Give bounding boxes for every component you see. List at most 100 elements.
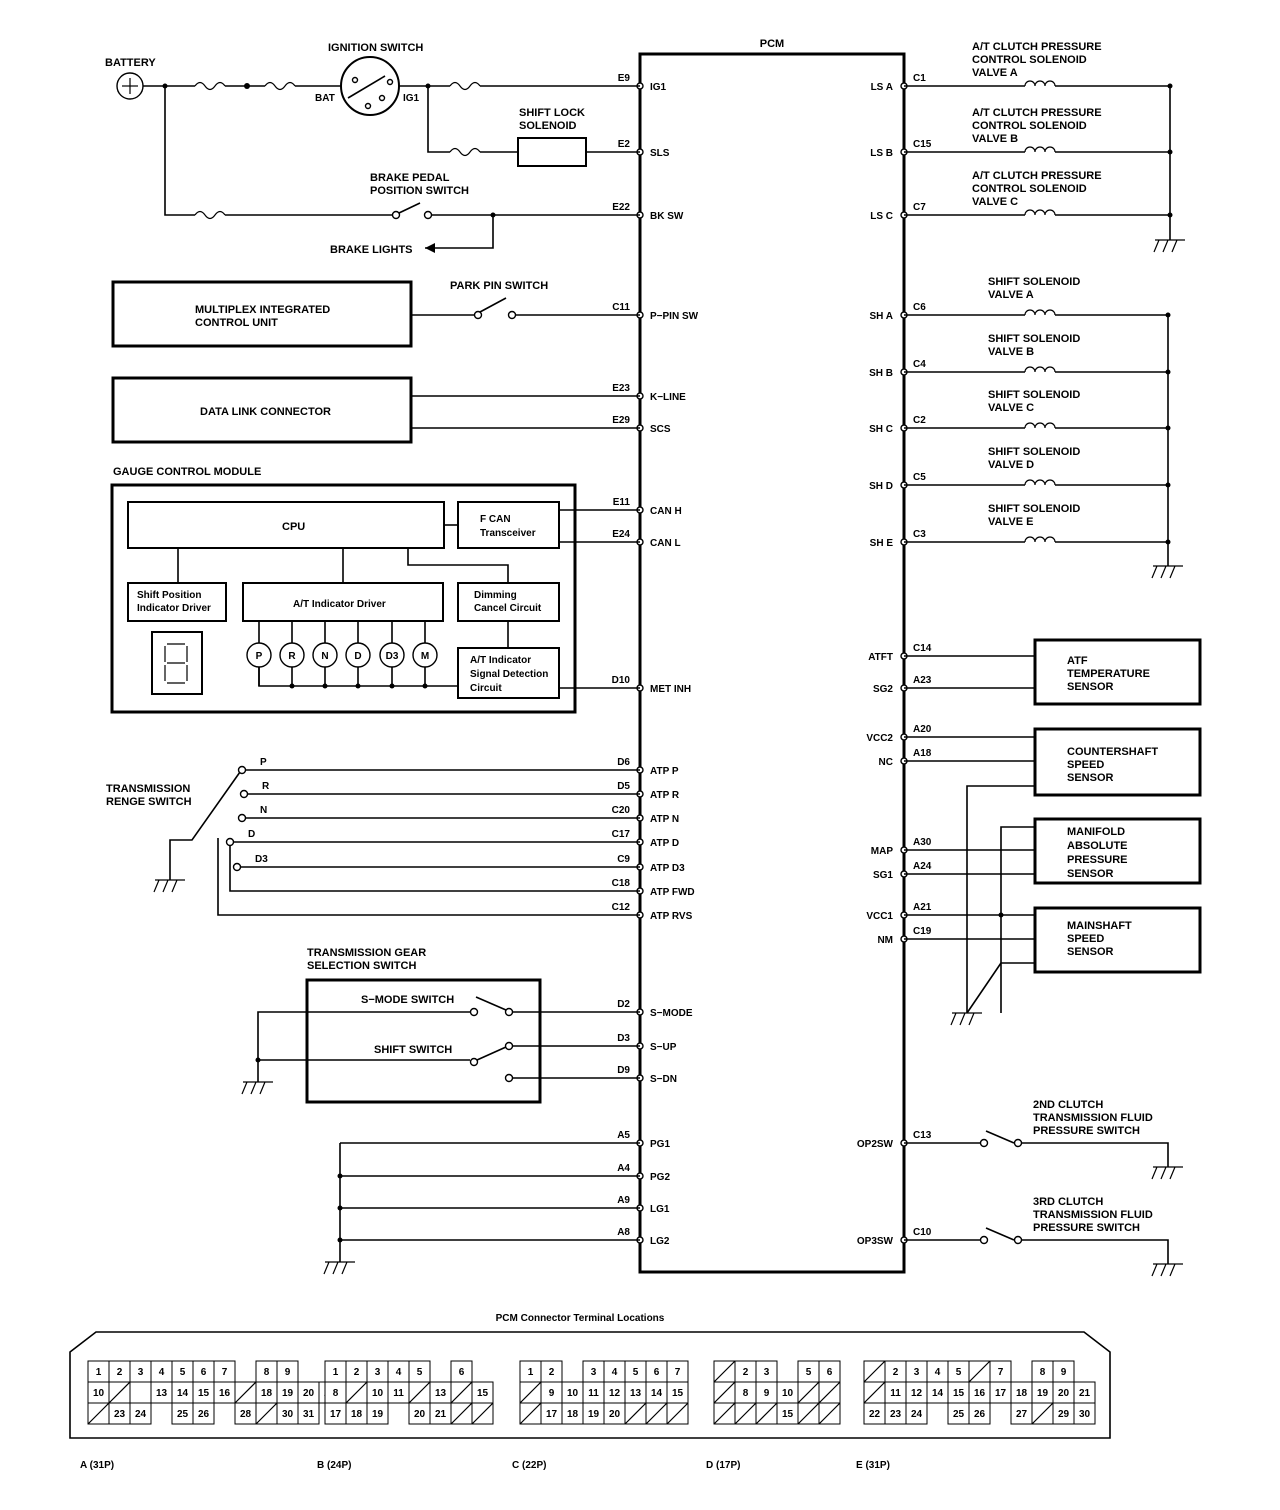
pcm-pin-signal: SH C: [869, 424, 893, 435]
op3-label-1: 3RD CLUTCH: [1033, 1196, 1103, 1208]
indicator-lamp-label: M: [421, 651, 429, 662]
connector-terminal-number: 1: [333, 1367, 339, 1378]
indicator-lamp-label: R: [288, 651, 296, 662]
range-position-label: D: [248, 829, 255, 840]
indicator-lamp: [279, 642, 305, 668]
pcm-pin-term: C9: [617, 854, 630, 865]
pcm-pin-signal: ATP D: [650, 838, 679, 849]
cs-label-3: SENSOR: [1067, 772, 1114, 784]
gear-sel-label-1: TRANSMISSION GEAR: [307, 947, 426, 959]
connector-terminal-number: 21: [1079, 1388, 1091, 1399]
connector-terminal-number: 20: [303, 1388, 315, 1399]
ls-solenoid-label: A/T CLUTCH PRESSURE: [972, 41, 1102, 53]
connector-cell: [366, 1402, 389, 1425]
range-switch-label-2: RENGE SWITCH: [106, 796, 192, 808]
shift-solenoid-label: VALVE E: [988, 516, 1033, 528]
cpu-label: CPU: [282, 521, 305, 533]
pcm-pin-signal: ATFT: [868, 652, 893, 663]
connector-terminal-number: 15: [953, 1388, 965, 1399]
dimming-label-2: Cancel Circuit: [474, 603, 542, 614]
atf-sensor-box: [1033, 638, 1202, 706]
shift-lock-label-1: SHIFT LOCK: [519, 107, 585, 119]
at-driver-label: A/T Indicator Driver: [293, 599, 386, 610]
connector-outline: [69, 1331, 1111, 1439]
brake-switch-symbol: [391, 202, 433, 220]
connector-terminal-number: 3: [375, 1367, 381, 1378]
pcm-pin-signal: MET INH: [650, 684, 691, 695]
pcm-pin-signal: ATP N: [650, 814, 679, 825]
connector-terminal-number: 22: [869, 1409, 881, 1420]
connector-terminal-number: 8: [333, 1388, 339, 1399]
connector-terminal-number: 28: [240, 1409, 252, 1420]
connector-terminal-number: 2: [549, 1367, 555, 1378]
micu-label-1: MULTIPLEX INTEGRATED: [195, 304, 330, 316]
connector-terminal-number: 2: [117, 1367, 123, 1378]
connector-terminal-number: 13: [630, 1388, 642, 1399]
connector-name: D (17P): [706, 1460, 740, 1471]
fcan-box: [457, 501, 560, 549]
pcm-pin-term: A5: [617, 1130, 630, 1141]
connector-terminal-number: 12: [911, 1388, 923, 1399]
connector-terminal-number: 18: [567, 1409, 579, 1420]
ls-solenoid-label: A/T CLUTCH PRESSURE: [972, 170, 1102, 182]
brake-lights-label: BRAKE LIGHTS: [330, 244, 413, 256]
connector-terminal-number: 26: [974, 1409, 986, 1420]
connector-terminal-number: 3: [138, 1367, 144, 1378]
connector-terminal-number: 4: [935, 1367, 941, 1378]
gcm-label: GAUGE CONTROL MODULE: [113, 466, 261, 478]
map-label-4: SENSOR: [1067, 868, 1114, 880]
pcm-pin-signal: OP3SW: [857, 1236, 894, 1247]
ls-solenoid-label: CONTROL SOLENOID: [972, 183, 1087, 195]
connector-title: PCM Connector Terminal Locations: [496, 1313, 665, 1324]
pcm-pin-signal: LG2: [650, 1236, 670, 1247]
at-driver-box: [242, 582, 444, 622]
pcm-pin-term: C7: [913, 202, 926, 213]
connector-cell: [129, 1402, 152, 1425]
shift-solenoid-label: VALVE D: [988, 459, 1034, 471]
map-label-2: ABSOLUTE: [1067, 840, 1128, 852]
dimming-box: [457, 582, 560, 622]
range-position-label: R: [262, 781, 270, 792]
pcm-pin-term: C15: [913, 139, 932, 150]
op3-switch-symbol: [979, 1227, 1023, 1245]
pcm-pin-term: D6: [617, 757, 630, 768]
connector-diagrams: 1234567891013141516181920212324252628303…: [80, 1360, 1096, 1471]
shift-solenoid-label: SHIFT SOLENOID: [988, 389, 1080, 401]
connector-terminal-number: 16: [219, 1388, 231, 1399]
connector-name: E (31P): [856, 1460, 890, 1471]
ig1-label: IG1: [403, 93, 420, 104]
pcm-pin-signal: SH D: [869, 481, 893, 492]
pcm-pin-signal: SH E: [870, 538, 894, 549]
op2-label-1: 2ND CLUTCH: [1033, 1099, 1103, 1111]
pcm-pin-term: A20: [913, 724, 932, 735]
battery-label: BATTERY: [105, 57, 156, 69]
connector-terminal-number: 30: [282, 1409, 294, 1420]
cpu-box: [127, 501, 445, 549]
pcm-pin-term: E11: [613, 497, 631, 508]
pcm-pin-signal: S−UP: [650, 1042, 677, 1053]
seven-segment-display: [151, 631, 203, 695]
connector-terminal-number: 27: [1016, 1409, 1028, 1420]
pcm-title: PCM: [760, 38, 784, 50]
pcm-pin-signal: SH A: [869, 311, 893, 322]
pcm-pin-term: E24: [612, 529, 630, 540]
connector-cell: [968, 1402, 991, 1425]
pcm-pin-term: E9: [618, 73, 631, 84]
connector-terminal-number: 8: [743, 1388, 749, 1399]
pcm-pin-term: C20: [612, 805, 631, 816]
connector-terminal-number: 17: [330, 1409, 342, 1420]
indicator-lamp: [379, 642, 405, 668]
ground-icon: [1151, 565, 1183, 579]
pcm-pin-signal: LS A: [871, 82, 893, 93]
connector-terminal-number: 4: [396, 1367, 402, 1378]
ls-solenoid-label: A/T CLUTCH PRESSURE: [972, 107, 1102, 119]
pcm-pin-signal: ATP R: [650, 790, 680, 801]
connector-terminal-number: 5: [633, 1367, 639, 1378]
range-position-label: N: [260, 805, 267, 816]
shift-switch-symbol: [469, 1041, 514, 1083]
connector-terminal-number: 14: [177, 1388, 189, 1399]
mainshaft-sensor-box: [1033, 906, 1202, 974]
ls-solenoid-label: CONTROL SOLENOID: [972, 54, 1087, 66]
dlc-label: DATA LINK CONNECTOR: [200, 406, 331, 418]
